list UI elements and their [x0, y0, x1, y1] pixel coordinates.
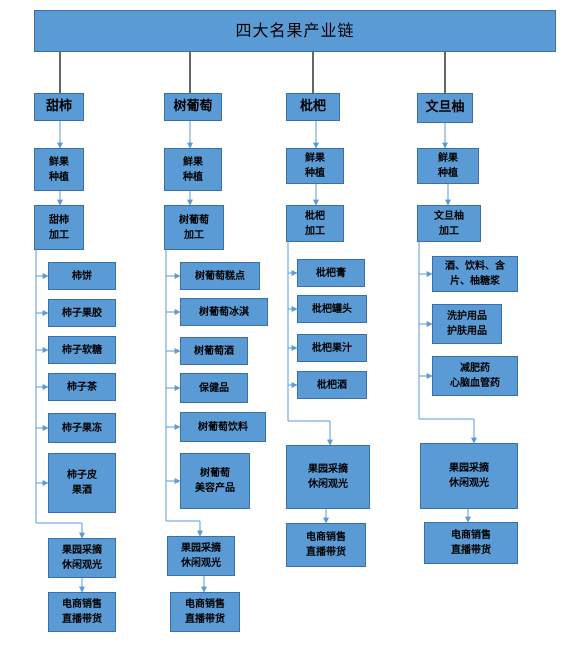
tourism-sweet-persimmon: 果园采摘 休闲观光 — [48, 538, 116, 578]
product-tree-grape: 树葡萄酒 — [180, 337, 248, 365]
root-title: 四大名果产业链 — [34, 10, 556, 52]
product-sweet-persimmon: 柿子果冻 — [48, 413, 116, 443]
product-tree-grape: 树葡萄糕点 — [180, 262, 260, 290]
product-sweet-persimmon: 柿饼 — [48, 262, 116, 290]
product-wendan-pomelo: 洗护用品 护肤用品 — [432, 304, 502, 344]
product-sweet-persimmon: 柿子茶 — [48, 373, 116, 401]
product-loquat: 枇杷膏 — [297, 259, 365, 287]
product-sweet-persimmon: 柿子果胶 — [48, 299, 116, 327]
ecommerce-tree-grape: 电商销售 直播带货 — [170, 592, 240, 632]
processing-sweet-persimmon: 甜柿 加工 — [34, 205, 84, 250]
product-loquat: 枇杷酒 — [297, 371, 367, 399]
fruit-wendan-pomelo: 文旦柚 — [417, 93, 473, 123]
tourism-loquat: 果园采摘 休闲观光 — [286, 445, 370, 509]
tourism-wendan-pomelo: 果园采摘 休闲观光 — [420, 443, 518, 509]
processing-tree-grape: 树葡萄 加工 — [164, 205, 224, 250]
planting-loquat: 鲜果 种植 — [286, 148, 344, 184]
ecommerce-loquat: 电商销售 直播带货 — [286, 523, 366, 567]
product-sweet-persimmon: 柿子皮 果酒 — [48, 453, 116, 513]
fruit-tree-grape: 树葡萄 — [164, 93, 222, 121]
product-tree-grape: 树葡萄 美容产品 — [180, 453, 250, 509]
fruit-loquat: 枇杷 — [286, 93, 340, 121]
product-wendan-pomelo: 酒、饮料、含 片、柚糖浆 — [432, 256, 518, 292]
product-loquat: 枇杷果汁 — [297, 334, 367, 362]
product-wendan-pomelo: 减肥药 心脑血管药 — [432, 356, 518, 396]
fruit-sweet-persimmon: 甜柿 — [34, 93, 84, 121]
planting-wendan-pomelo: 鲜果 种植 — [417, 148, 479, 184]
planting-tree-grape: 鲜果 种植 — [164, 148, 222, 191]
planting-sweet-persimmon: 鲜果 种植 — [34, 148, 84, 191]
ecommerce-wendan-pomelo: 电商销售 直播带货 — [424, 522, 518, 564]
product-sweet-persimmon: 柿子软糖 — [48, 336, 116, 364]
product-tree-grape: 保健品 — [180, 373, 248, 403]
processing-wendan-pomelo: 文旦柚 加工 — [417, 205, 481, 242]
product-tree-grape: 树葡萄冰淇 — [180, 298, 268, 326]
product-loquat: 枇杷罐头 — [297, 295, 367, 323]
tourism-tree-grape: 果园采摘 休闲观光 — [167, 536, 235, 576]
ecommerce-sweet-persimmon: 电商销售 直播带货 — [48, 592, 116, 632]
processing-loquat: 枇杷 加工 — [286, 205, 344, 242]
product-tree-grape: 树葡萄饮料 — [180, 412, 266, 442]
